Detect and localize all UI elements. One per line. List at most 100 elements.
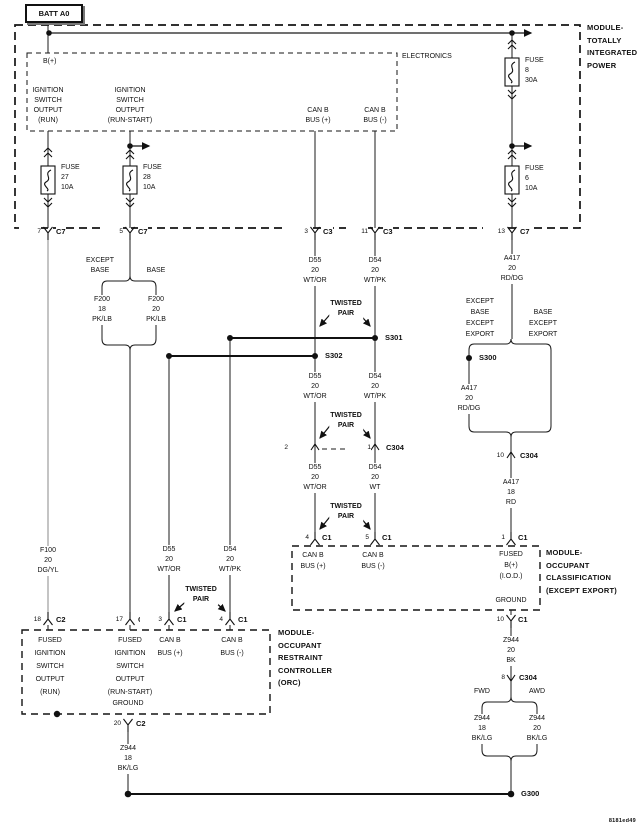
wire-label-z944-18-bklg: Z944 18 BK/LG: [470, 714, 494, 744]
connector-4-c1-orc-icon: [224, 611, 236, 626]
pin-number: 13: [483, 227, 505, 236]
tipm-canb-minus-terminal: CAN B BUS (-): [362, 106, 388, 126]
wires: [47, 18, 552, 794]
variant-fwd: FWD: [473, 687, 491, 697]
variant-except-base-except-export: EXCEPT BASE EXCEPT EXPORT: [464, 296, 496, 340]
wire-label-d55: D55 20 WT/OR: [302, 372, 328, 402]
connector-name: C1: [382, 533, 392, 542]
variant-except-base: EXCEPT BASE: [84, 256, 116, 276]
orc-box: [21, 629, 271, 715]
pin-number: 4: [201, 615, 223, 624]
orc-module-label: MODULE- OCCUPANT RESTRAINT CONTROLLER (O…: [278, 628, 333, 687]
fuse-8-symbol: [504, 57, 520, 87]
wire-label-f100: F100 20 DG/YL: [36, 546, 60, 576]
twisted-pair-label: TWISTED PAIR: [329, 411, 363, 431]
fuse-28-symbol: [122, 165, 138, 195]
fuse-27-symbol: [40, 165, 56, 195]
orc-case-ground-dot: [53, 710, 61, 718]
cls-fused-b-terminal: FUSED B(+) (I.O.D.): [498, 549, 524, 582]
diagram-id: 8181ed49: [608, 818, 636, 824]
pin-number: 2: [266, 443, 288, 452]
fuse-8-label: FUSE 8 30A: [524, 56, 545, 86]
occupant-classification-box: [291, 545, 541, 611]
connector-name: C1: [177, 615, 187, 624]
fuse-symbols: [40, 57, 520, 195]
ground-g300-label: G300: [521, 789, 540, 798]
cls-ground-terminal: GROUND: [494, 596, 528, 606]
connector-13-c7-icon: [506, 226, 518, 241]
wire-label-d55: D55 20 WT/OR: [156, 545, 182, 575]
wire-label-d55: D55 20 WT/OR: [302, 256, 328, 286]
splice-s301-dot: [372, 335, 378, 341]
harness-split-braces: [101, 275, 552, 762]
splice-s300-label: S300: [479, 353, 497, 362]
splice-s302-dot: [312, 353, 318, 359]
wire-label-z944-18-bklg: Z944 18 BK/LG: [116, 744, 140, 774]
ignition-run-terminal: IGNITION SWITCH OUTPUT (RUN): [31, 86, 65, 126]
variant-base-except-export: BASE EXCEPT EXPORT: [527, 307, 559, 340]
b-plus-label: B(+): [42, 57, 58, 67]
connector-3-c3-icon: [309, 226, 321, 241]
pin-number: 1: [483, 533, 505, 542]
pin-number: 7: [19, 227, 41, 236]
ground-g300-dot: [507, 790, 515, 798]
connector-10-c1-icon: [505, 614, 517, 629]
connector-name: C7: [520, 227, 530, 236]
wire-label-d54-wt: D54 20 WT: [367, 463, 383, 493]
splice-lines: [128, 337, 511, 795]
variant-awd: AWD: [527, 687, 547, 697]
wire-label-z944-bk: Z944 20 BK: [502, 636, 520, 666]
wire-label-d54: D54 20 WT/PK: [217, 545, 243, 575]
variant-base: BASE: [145, 266, 167, 276]
connector-name: C7: [138, 227, 148, 236]
connector-name: C304: [386, 443, 404, 452]
connector-17-c2-icon: [124, 611, 136, 626]
splice-s301-label: S301: [385, 333, 403, 342]
connector-5-c1-icon: [369, 531, 381, 546]
connector-name: C304: [519, 673, 537, 682]
pin-number: 8: [483, 673, 505, 682]
pin-number: 18: [19, 615, 41, 624]
wire-label-f200-18: F200 18 PK/LB: [91, 295, 113, 325]
electronics-box: [26, 52, 398, 132]
wire-label-d54: D54 20 WT/PK: [362, 256, 388, 286]
orc-fused-run-start-terminal: FUSED IGNITION SWITCH OUTPUT (RUN-START): [106, 634, 154, 699]
electronics-label: ELECTRONICS: [401, 52, 453, 62]
pin-number: 11: [346, 227, 368, 236]
connector-name: C1: [518, 615, 528, 624]
pin-number: 3: [140, 615, 162, 624]
battery-feed-label: BATT A0: [38, 9, 70, 18]
connector-name: C7: [56, 227, 66, 236]
wire-label-a417-rddg: A417 20 RD/DG: [499, 254, 525, 284]
module-boxes: [14, 24, 581, 715]
pin-number: 5: [101, 227, 123, 236]
twisted-pair-label: TWISTED PAIR: [329, 299, 363, 319]
pin-number: 20: [99, 719, 121, 728]
connector-name: C1: [518, 533, 528, 542]
twisted-pair-label: TWISTED PAIR: [329, 502, 363, 522]
connector-1-c1-icon: [505, 531, 517, 546]
wire-label-f200-20: F200 20 PK/LB: [145, 295, 167, 325]
connector-7-c7-icon: [42, 226, 54, 241]
tipm-canb-plus-terminal: CAN B BUS (+): [304, 106, 332, 126]
occupant-classification-module-label: MODULE- OCCUPANT CLASSIFICATION (EXCEPT …: [546, 548, 617, 595]
connector-name: C3: [383, 227, 393, 236]
fuse-27-label: FUSE 27 10A: [60, 163, 81, 193]
pin-number: 1: [349, 443, 371, 452]
fuse-28-label: FUSE 28 10A: [142, 163, 163, 193]
tipm-module-label: MODULE- TOTALLY INTEGRATED POWER: [587, 23, 638, 70]
connector-4-c1-icon: [309, 531, 321, 546]
pin-number: 10: [482, 615, 504, 624]
circuit-continuation-arrows: [130, 29, 533, 150]
connector-11-c3-icon: [369, 226, 381, 241]
wire-label-a417-rddg: A417 20 RD/DG: [456, 384, 482, 414]
wire-label-a417-rd: A417 18 RD: [501, 478, 521, 508]
orc-ground-terminal: GROUND: [111, 699, 145, 709]
connector-name: C2: [136, 719, 146, 728]
orc-fused-run-terminal: FUSED IGNITION SWITCH OUTPUT (RUN): [33, 634, 67, 699]
cls-canb-plus-terminal: CAN B BUS (+): [299, 550, 327, 572]
connector-name: C304: [520, 451, 538, 460]
pin-number: 4: [287, 533, 309, 542]
pin-number: 5: [347, 533, 369, 542]
